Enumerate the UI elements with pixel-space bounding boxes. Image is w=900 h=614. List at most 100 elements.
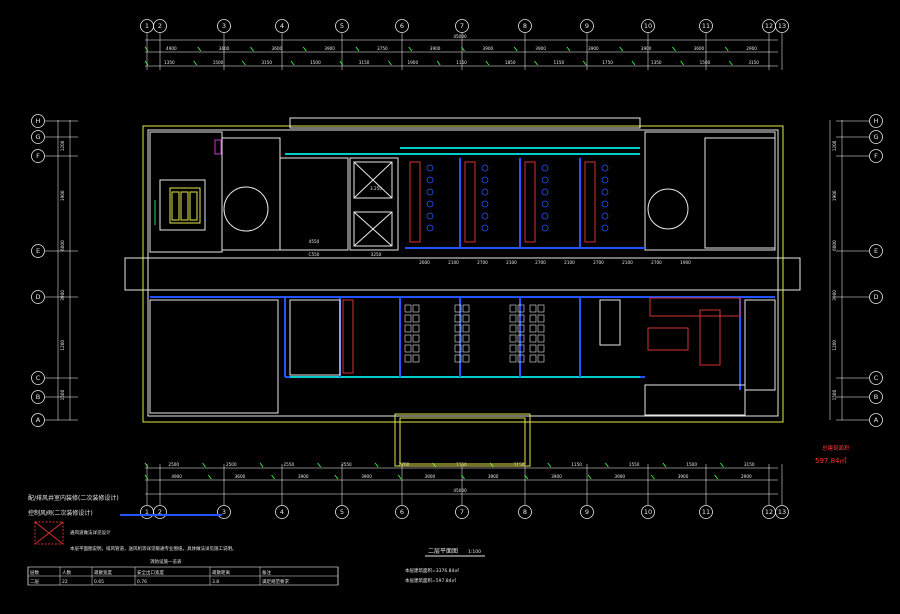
bot-dim2-tick-9: [662, 462, 667, 468]
grid-label-5: 5: [340, 508, 344, 516]
grid-bubble-E: [31, 244, 45, 258]
grid-bubble-11: [699, 19, 713, 33]
bot-dim2-tick-3: [317, 462, 321, 468]
left-dim-2: 6000: [60, 240, 65, 251]
bottom-total-dim: 45000: [453, 488, 467, 493]
bot-dim-tick-2: [271, 474, 275, 480]
grid-label-11: 11: [702, 22, 710, 30]
seat-2-2-1: [517, 324, 525, 333]
seat-1-4-1: [462, 344, 470, 353]
top-dim2-3: 1500: [310, 60, 321, 65]
building-outline: [124, 117, 801, 467]
bot-dim2-8: 1550: [629, 462, 640, 467]
bot-dim-tick-5: [461, 474, 465, 480]
top-dim2-tick-3: [290, 60, 295, 66]
grid-bubble-E: [869, 244, 883, 258]
top-dim-tick-3: [302, 46, 307, 52]
area-row-1: 本层建筑面积=3376.84㎡: [405, 567, 459, 574]
grid-bubble-7: [455, 19, 469, 33]
grid-label-4: 4: [280, 22, 284, 30]
bot-dim2-tick-0: [144, 462, 149, 468]
corridor-dim-0: 2600: [419, 260, 430, 265]
top-dim2-tick-2: [242, 60, 246, 66]
seat-1-2-1: [462, 324, 470, 333]
stool-1-1: [481, 176, 489, 184]
corridor-dim-6: 2700: [593, 260, 604, 265]
grid-bubble-A: [869, 413, 883, 427]
top-dim-10: 3600: [694, 46, 705, 51]
table-cell-0: 二层: [30, 579, 39, 585]
top-dim-tick-11: [724, 46, 729, 52]
total-area-value: 597.84㎡: [815, 457, 847, 465]
top-dim-tick-4: [355, 46, 360, 52]
toilet-stall-1: [180, 191, 189, 221]
grid-label-G: G: [873, 133, 878, 141]
grid-label-E: E: [36, 247, 40, 255]
table-cell-1: 22: [62, 579, 68, 585]
table-cell-3: 0.76: [137, 579, 147, 585]
grid-label-8: 8: [523, 22, 527, 30]
stool-1-3: [481, 200, 489, 208]
stool-3-1: [601, 176, 609, 184]
grid-bubble-6: [395, 19, 409, 33]
top-dim2-tick-0: [144, 60, 149, 66]
side-dimension-lines: 1200190060003900120015001200190060003900…: [57, 120, 843, 420]
upper-rooms: [149, 131, 776, 253]
grid-label-F: F: [36, 152, 40, 160]
magenta-fixture: [214, 139, 222, 155]
bot-dim2-tick-8: [605, 462, 609, 468]
grid-bubble-4: [275, 19, 289, 33]
top-dim-tick-6: [461, 46, 465, 52]
grid-bubble-13: [775, 19, 789, 33]
seat-1-1-1: [462, 314, 470, 323]
bot-dim-tick-9: [714, 474, 719, 480]
corridor-dim-9: 1900: [680, 260, 691, 265]
stool-2-4: [541, 212, 549, 220]
seat-0-2-0: [404, 324, 412, 333]
seat-2-0-1: [517, 304, 525, 313]
toilet-stall-2: [189, 191, 198, 221]
stool-0-0: [426, 164, 434, 172]
grid-bubble-B: [869, 390, 883, 404]
top-dim2-tick-7: [485, 60, 490, 66]
lower-rooms: [149, 297, 776, 416]
top-dim-7: 3900: [535, 46, 546, 51]
table-cell-2: 0.65: [94, 579, 104, 585]
upper-bench-1: [464, 161, 476, 243]
top-dim2-tick-10: [631, 60, 636, 66]
grid-label-H: H: [874, 117, 879, 125]
top-dim-6: 3900: [483, 46, 494, 51]
grid-label-C: C: [36, 374, 41, 382]
total-area-block: 总建筑面积 597.84㎡: [815, 444, 850, 465]
bot-dim-0: 4900: [171, 474, 182, 479]
corridor-dim-2: 2700: [477, 260, 488, 265]
elevation-label: 3.250: [370, 186, 382, 191]
grid-label-12: 12: [765, 508, 773, 516]
stool-3-0: [601, 164, 609, 172]
top-dim2-5: 1900: [407, 60, 418, 65]
table-title: 消防设施一览表: [150, 558, 182, 565]
right-dim-0: 1200: [832, 140, 837, 151]
long-note: 本层平面图说明，排风管道，送风机等详见暖通专业图纸，具体做法详见施工说明。: [70, 545, 237, 552]
grid-bubble-F: [869, 149, 883, 163]
notes: 配/排风井室内装修(二次装修设计) 控制风阀(二次装修设计) 通风道做法详见设计…: [28, 494, 237, 565]
seat-1-5-0: [454, 354, 462, 363]
grid-bubble-8: [518, 505, 532, 519]
corridor-dim-1: 2100: [448, 260, 459, 265]
seat-0-2-1: [412, 324, 420, 333]
seat-3-2-1: [537, 324, 545, 333]
grid-label-H: H: [36, 117, 41, 125]
top-total-dim: 45000: [453, 34, 467, 39]
top-dim-5: 3900: [430, 46, 441, 51]
top-dim2-tick-12: [728, 60, 733, 66]
grid-bubble-3: [217, 505, 231, 519]
right-dim-4: 1200: [832, 340, 837, 351]
drawing-title: 二层平面图: [428, 548, 458, 555]
seat-2-1-1: [517, 314, 525, 323]
bot-dim-tick-8: [651, 474, 655, 480]
note-1: 配/排风井室内装修(二次装修设计): [28, 494, 119, 502]
legend-text: 通风道做法详见设计: [70, 529, 111, 536]
